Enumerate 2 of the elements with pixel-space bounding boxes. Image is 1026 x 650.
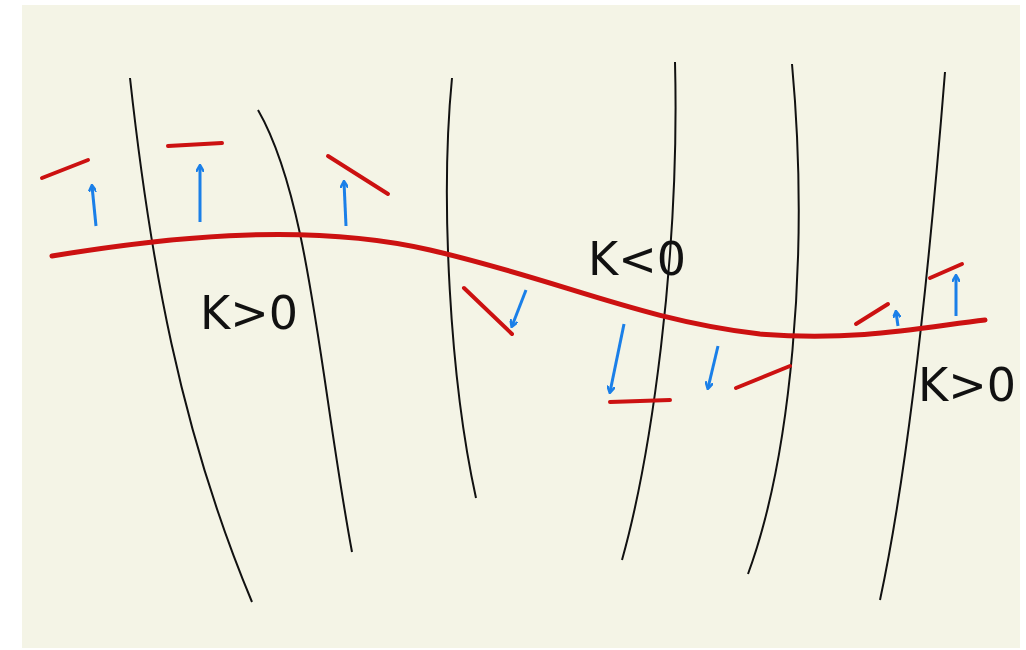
- curvature-label: K>0: [918, 362, 1016, 408]
- curvature-label: K>0: [200, 290, 298, 336]
